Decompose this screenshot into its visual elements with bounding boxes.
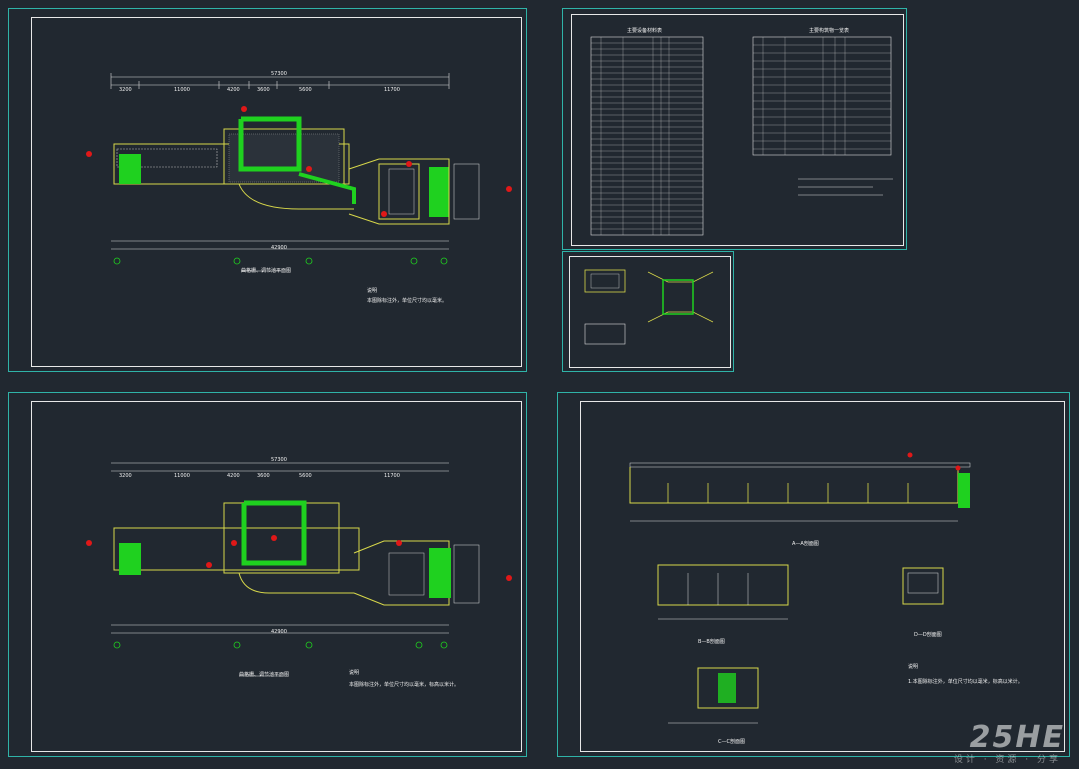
sheet-sections[interactable]: A—A剖面图 B—B剖面图 D—D剖面图 C—C剖面图 说明 1.本图除标注外，… (557, 392, 1070, 757)
plan-bottom-dim-seg-3: 4200 (227, 473, 240, 479)
plan-top-note-title: 说明 (367, 288, 378, 294)
plan-top-dim-seg-6: 11700 (384, 87, 400, 93)
sheet-inner-frame (31, 401, 522, 752)
plan-bottom-dim-seg-6: 11700 (384, 473, 400, 479)
plan-top-dim-seg-3: 4200 (227, 87, 240, 93)
sheet-plan-top[interactable]: 57300 3200 11000 4200 3600 5600 11700 42… (8, 8, 527, 372)
sheet-inner-frame (31, 17, 522, 367)
plan-bottom-dim-overall: 57300 (271, 457, 287, 463)
plan-bottom-caption: 曲格栅、调节池平面图 (239, 672, 290, 678)
table-right-title: 主要构筑物一览表 (809, 28, 850, 34)
plan-top-dim-overall: 57300 (271, 71, 287, 77)
sheet-tables[interactable]: 主要设备材料表 主要构筑物一览表 (562, 8, 907, 250)
plan-top-dim-seg-1: 3200 (119, 87, 132, 93)
sheet-plan-bottom[interactable]: 57300 3200 11000 4200 3600 5600 11700 42… (8, 392, 527, 757)
plan-bottom-dim-seg-5: 5600 (299, 473, 312, 479)
section-dd-label: D—D剖面图 (914, 632, 942, 638)
plan-top-note-text: 本图除标注外，单位尺寸均以毫米。 (367, 298, 448, 304)
sections-note-title: 说明 (908, 664, 919, 670)
plan-bottom-dim-seg-2: 11000 (174, 473, 190, 479)
plan-top-dim-bottom: 42900 (271, 245, 287, 251)
plan-top-caption: 曲格栅、调节池平面图 (241, 268, 292, 274)
sections-drawing (629, 452, 971, 724)
plan-top-dim-seg-4: 3600 (257, 87, 270, 93)
plan-bottom-dim-seg-1: 3200 (119, 473, 132, 479)
plan-top-dim-seg-2: 11000 (174, 87, 190, 93)
plan-bottom-dim-bottom: 42900 (271, 629, 287, 635)
plan-top-drawing (86, 73, 512, 272)
sheet-detail[interactable] (562, 251, 734, 372)
watermark-subtitle: 设计 · 资源 · 分享 (953, 755, 1061, 765)
plan-bottom-note-text: 本图除标注外，单位尺寸均以毫米，标高以米计。 (349, 682, 460, 688)
section-cc-label: C—C剖面图 (718, 739, 745, 745)
sections-note-text: 1.本图除标注外，单位尺寸均以毫米，标高以米计。 (908, 679, 1023, 685)
table-left-title: 主要设备材料表 (627, 28, 663, 34)
section-aa-label: A—A剖面图 (792, 541, 819, 547)
plan-bottom-dim-seg-4: 3600 (257, 473, 270, 479)
plan-bottom-drawing (86, 462, 512, 677)
tables-drawing (590, 36, 893, 236)
plan-top-dim-seg-5: 5600 (299, 87, 312, 93)
sheet-inner-frame (580, 401, 1065, 752)
sheet-inner-frame (569, 256, 731, 368)
plan-bottom-note-title: 说明 (349, 670, 360, 676)
sheet-inner-frame (571, 14, 904, 246)
detail-drawing (584, 269, 714, 345)
section-bb-label: B—B剖面图 (698, 639, 725, 645)
watermark-logo: 25HE (969, 720, 1065, 755)
